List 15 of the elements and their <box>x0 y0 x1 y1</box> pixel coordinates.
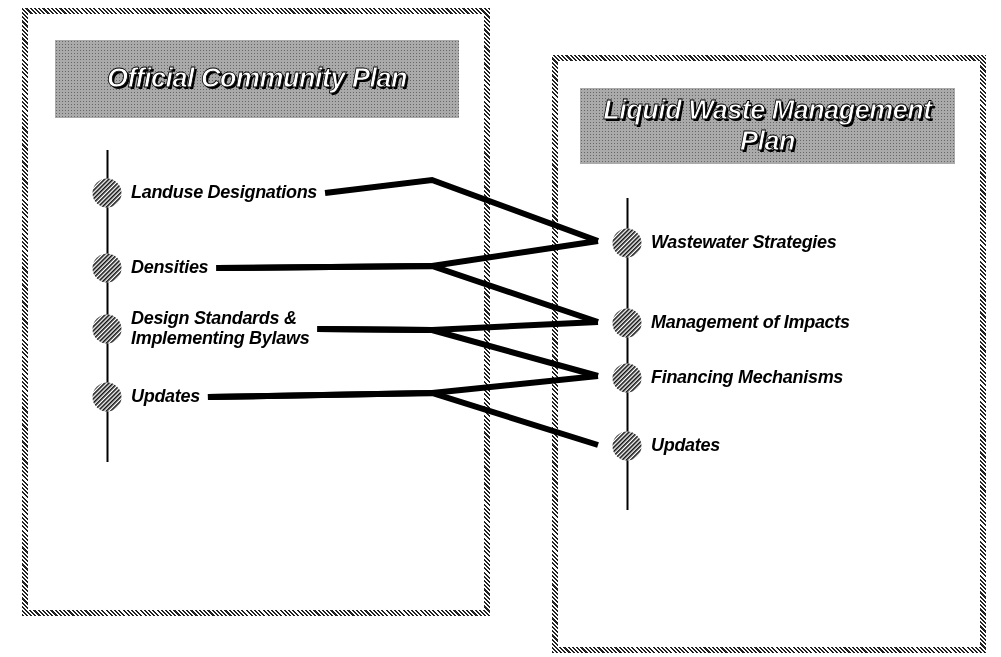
connector-line <box>207 390 599 448</box>
item-label: Management of Impacts <box>651 313 850 333</box>
item-label: Wastewater Strategies <box>651 233 837 253</box>
title-text: Official Community Plan <box>106 63 408 95</box>
item-label: Updates <box>651 436 720 456</box>
item-label: Design Standards & Implementing Bylaws <box>131 309 311 349</box>
item-label: Financing Mechanisms <box>651 368 844 388</box>
panel-box <box>552 55 986 653</box>
panel-box <box>22 8 490 616</box>
item-label: Updates <box>131 387 200 407</box>
item-label: Densities <box>131 258 209 278</box>
title-banner <box>55 40 459 118</box>
title-text: Liquid Waste Management Plan <box>602 94 934 158</box>
title-banner <box>580 88 955 164</box>
item-label: Landuse Designations <box>131 183 318 203</box>
